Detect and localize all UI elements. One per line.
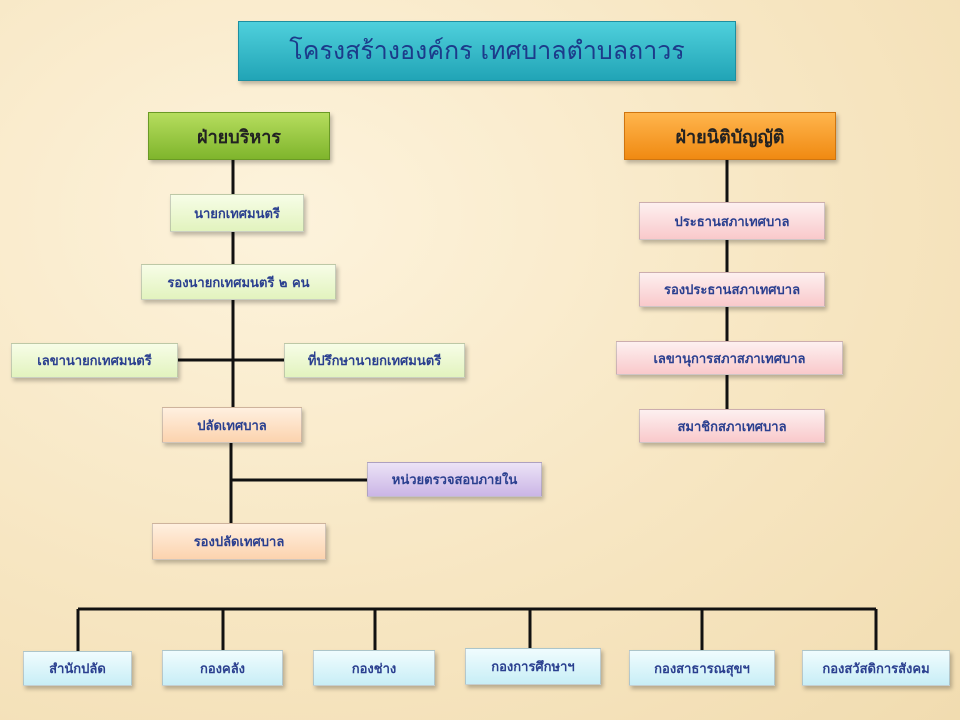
council-secretary-box: เลขานุการสภาสภาเทศบาล (616, 341, 843, 375)
executive-branch-head: ฝ่ายบริหาร (148, 112, 330, 160)
deputy-clerk-box: รองปลัดเทศบาล (152, 523, 326, 560)
division-office-of-clerk: สำนักปลัด (23, 651, 132, 686)
council-member-box: สมาชิกสภาเทศบาล (639, 409, 825, 443)
division-social-welfare: กองสวัสดิการสังคม (802, 650, 950, 686)
mayor-box: นายกเทศมนตรี (170, 194, 304, 232)
mayor-secretary-box: เลขานายกเทศมนตรี (11, 343, 178, 378)
internal-audit-box: หน่วยตรวจสอบภายใน (367, 462, 542, 497)
council-vice-president-box: รองประธานสภาเทศบาล (639, 272, 825, 307)
legislative-branch-head: ฝ่ายนิติบัญญัติ (624, 112, 836, 160)
chart-title: โครงสร้างองค์กร เทศบาลตำบลถาวร (238, 21, 736, 81)
deputy-mayor-box: รองนายกเทศมนตรี ๒ คน (141, 264, 336, 300)
division-education: กองการศึกษาฯ (465, 648, 601, 685)
division-public-health: กองสาธารณสุขฯ (629, 650, 775, 686)
council-president-box: ประธานสภาเทศบาล (639, 202, 825, 240)
division-finance: กองคลัง (162, 650, 283, 686)
mayor-advisor-box: ที่ปรึกษานายกเทศมนตรี (284, 343, 465, 378)
division-engineering: กองช่าง (313, 650, 435, 686)
municipal-clerk-box: ปลัดเทศบาล (162, 407, 302, 443)
